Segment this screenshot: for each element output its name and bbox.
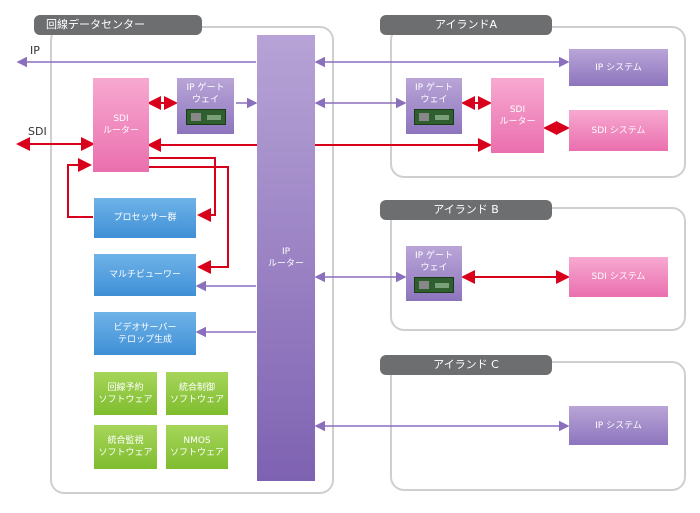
island-a-title: アイランドA xyxy=(380,15,552,35)
island-a-ip-system[interactable]: IP システム xyxy=(569,49,668,86)
processor-group[interactable]: プロセッサー群 xyxy=(94,198,196,238)
island-a-ip-gateway[interactable]: IP ゲート ウェイ xyxy=(406,78,462,134)
integrated-control-software[interactable]: 統合制御 ソフトウェア xyxy=(166,372,228,415)
processor-to-sdi-router xyxy=(67,158,93,218)
reservation-software[interactable]: 回線予約 ソフトウェア xyxy=(94,372,157,415)
island-a-sdi-system[interactable]: SDI システム xyxy=(569,110,668,151)
integrated-monitoring-software[interactable]: 統合監視 ソフトウェア xyxy=(94,425,157,469)
gateway-board-icon xyxy=(185,109,226,125)
ip-label: IP xyxy=(30,44,40,57)
video-server[interactable]: ビデオサーバー テロップ生成 xyxy=(94,312,196,355)
ip-gateway[interactable]: IP ゲート ウェイ xyxy=(177,78,234,134)
gateway-board-icon xyxy=(414,277,454,293)
island-b-ip-gateway[interactable]: IP ゲート ウェイ xyxy=(406,246,462,301)
island-a-sdi-router[interactable]: SDI ルーター xyxy=(491,78,544,153)
island-c-title: アイランド C xyxy=(380,355,552,375)
island-b-title: アイランド B xyxy=(380,200,552,220)
ip-router[interactable]: IP ルーター xyxy=(257,35,315,481)
nmos-software[interactable]: NMOS ソフトウェア xyxy=(166,425,228,469)
sdi-label: SDI xyxy=(28,125,47,138)
island-c-ip-system[interactable]: IP システム xyxy=(569,406,668,445)
sdi-router-to-processor xyxy=(149,157,216,222)
multiviewer[interactable]: マルチビューワー xyxy=(94,254,196,296)
data-center-title: 回線データセンター xyxy=(34,15,202,35)
sdi-router-to-multiviewer xyxy=(149,166,229,274)
sdi-router[interactable]: SDI ルーター xyxy=(93,78,149,172)
gateway-board-icon xyxy=(414,109,454,125)
island-b-sdi-system[interactable]: SDI システム xyxy=(569,257,668,297)
